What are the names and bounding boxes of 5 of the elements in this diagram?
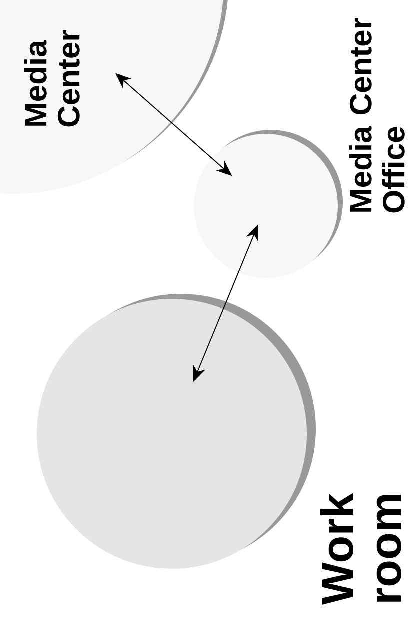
room-circle [194, 130, 343, 278]
room-label: Media Center Office [349, 18, 405, 213]
room-circle [37, 294, 316, 569]
room-label: Media Center [24, 30, 80, 127]
room-label: Work room [320, 493, 402, 605]
